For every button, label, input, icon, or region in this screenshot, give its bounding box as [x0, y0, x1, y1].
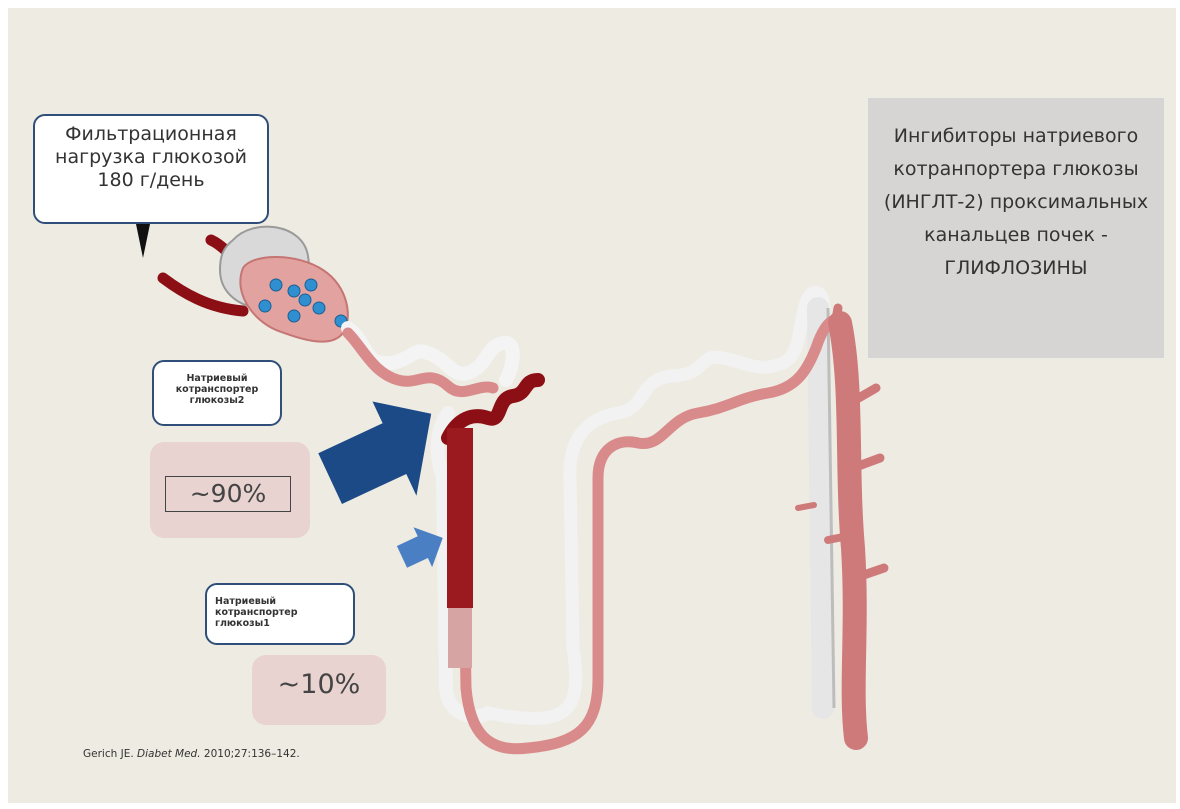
- vein: [840, 323, 856, 738]
- inhibitor-panel: Ингибиторы натриевого котранпортера глюк…: [868, 98, 1164, 358]
- sglt1-label: Натриевый котранспортер глюкозы1: [215, 596, 298, 629]
- citation-author: Gerich JE.: [83, 748, 134, 760]
- sglt2-percentage: ~90%: [165, 476, 291, 512]
- glomerulus: [240, 257, 347, 342]
- vein-branch-d: [834, 308, 838, 330]
- citation-details: 2010;27:136–142.: [204, 748, 300, 760]
- filtration-load-text: Фильтрационная нагрузка глюкозой 180 г/д…: [55, 123, 247, 191]
- duct-stub: [798, 505, 814, 508]
- collecting-duct: [818, 308, 823, 708]
- sglt1-percentage-panel: ~10%: [252, 655, 386, 725]
- vein-branch-e: [828, 536, 848, 540]
- peritubular-capillary: [348, 333, 493, 392]
- filtration-load-callout: Фильтрационная нагрузка глюкозой 180 г/д…: [33, 114, 269, 224]
- slide: Фильтрационная нагрузка глюкозой 180 г/д…: [8, 8, 1176, 803]
- sglt2-callout: Натриевый котранспортер глюкозы2: [152, 360, 282, 426]
- filtration-pointer-arrow: [136, 224, 150, 258]
- sglt2-label: Натриевый котранспортер глюкозы2: [176, 373, 259, 406]
- proximal-tubule: [348, 328, 513, 380]
- citation: Gerich JE. Diabet Med. 2010;27:136–142.: [83, 748, 300, 760]
- sglt1-percentage: ~10%: [252, 669, 386, 700]
- inhibitor-title: Ингибиторы натриевого котранпортера глюк…: [868, 120, 1164, 285]
- sglt1-callout: Натриевый котранспортер глюкозы1: [205, 583, 355, 645]
- citation-journal: Diabet Med.: [137, 748, 201, 760]
- ascending-limb: [488, 292, 824, 718]
- sglt2-percentage-panel: ~90%: [150, 442, 310, 538]
